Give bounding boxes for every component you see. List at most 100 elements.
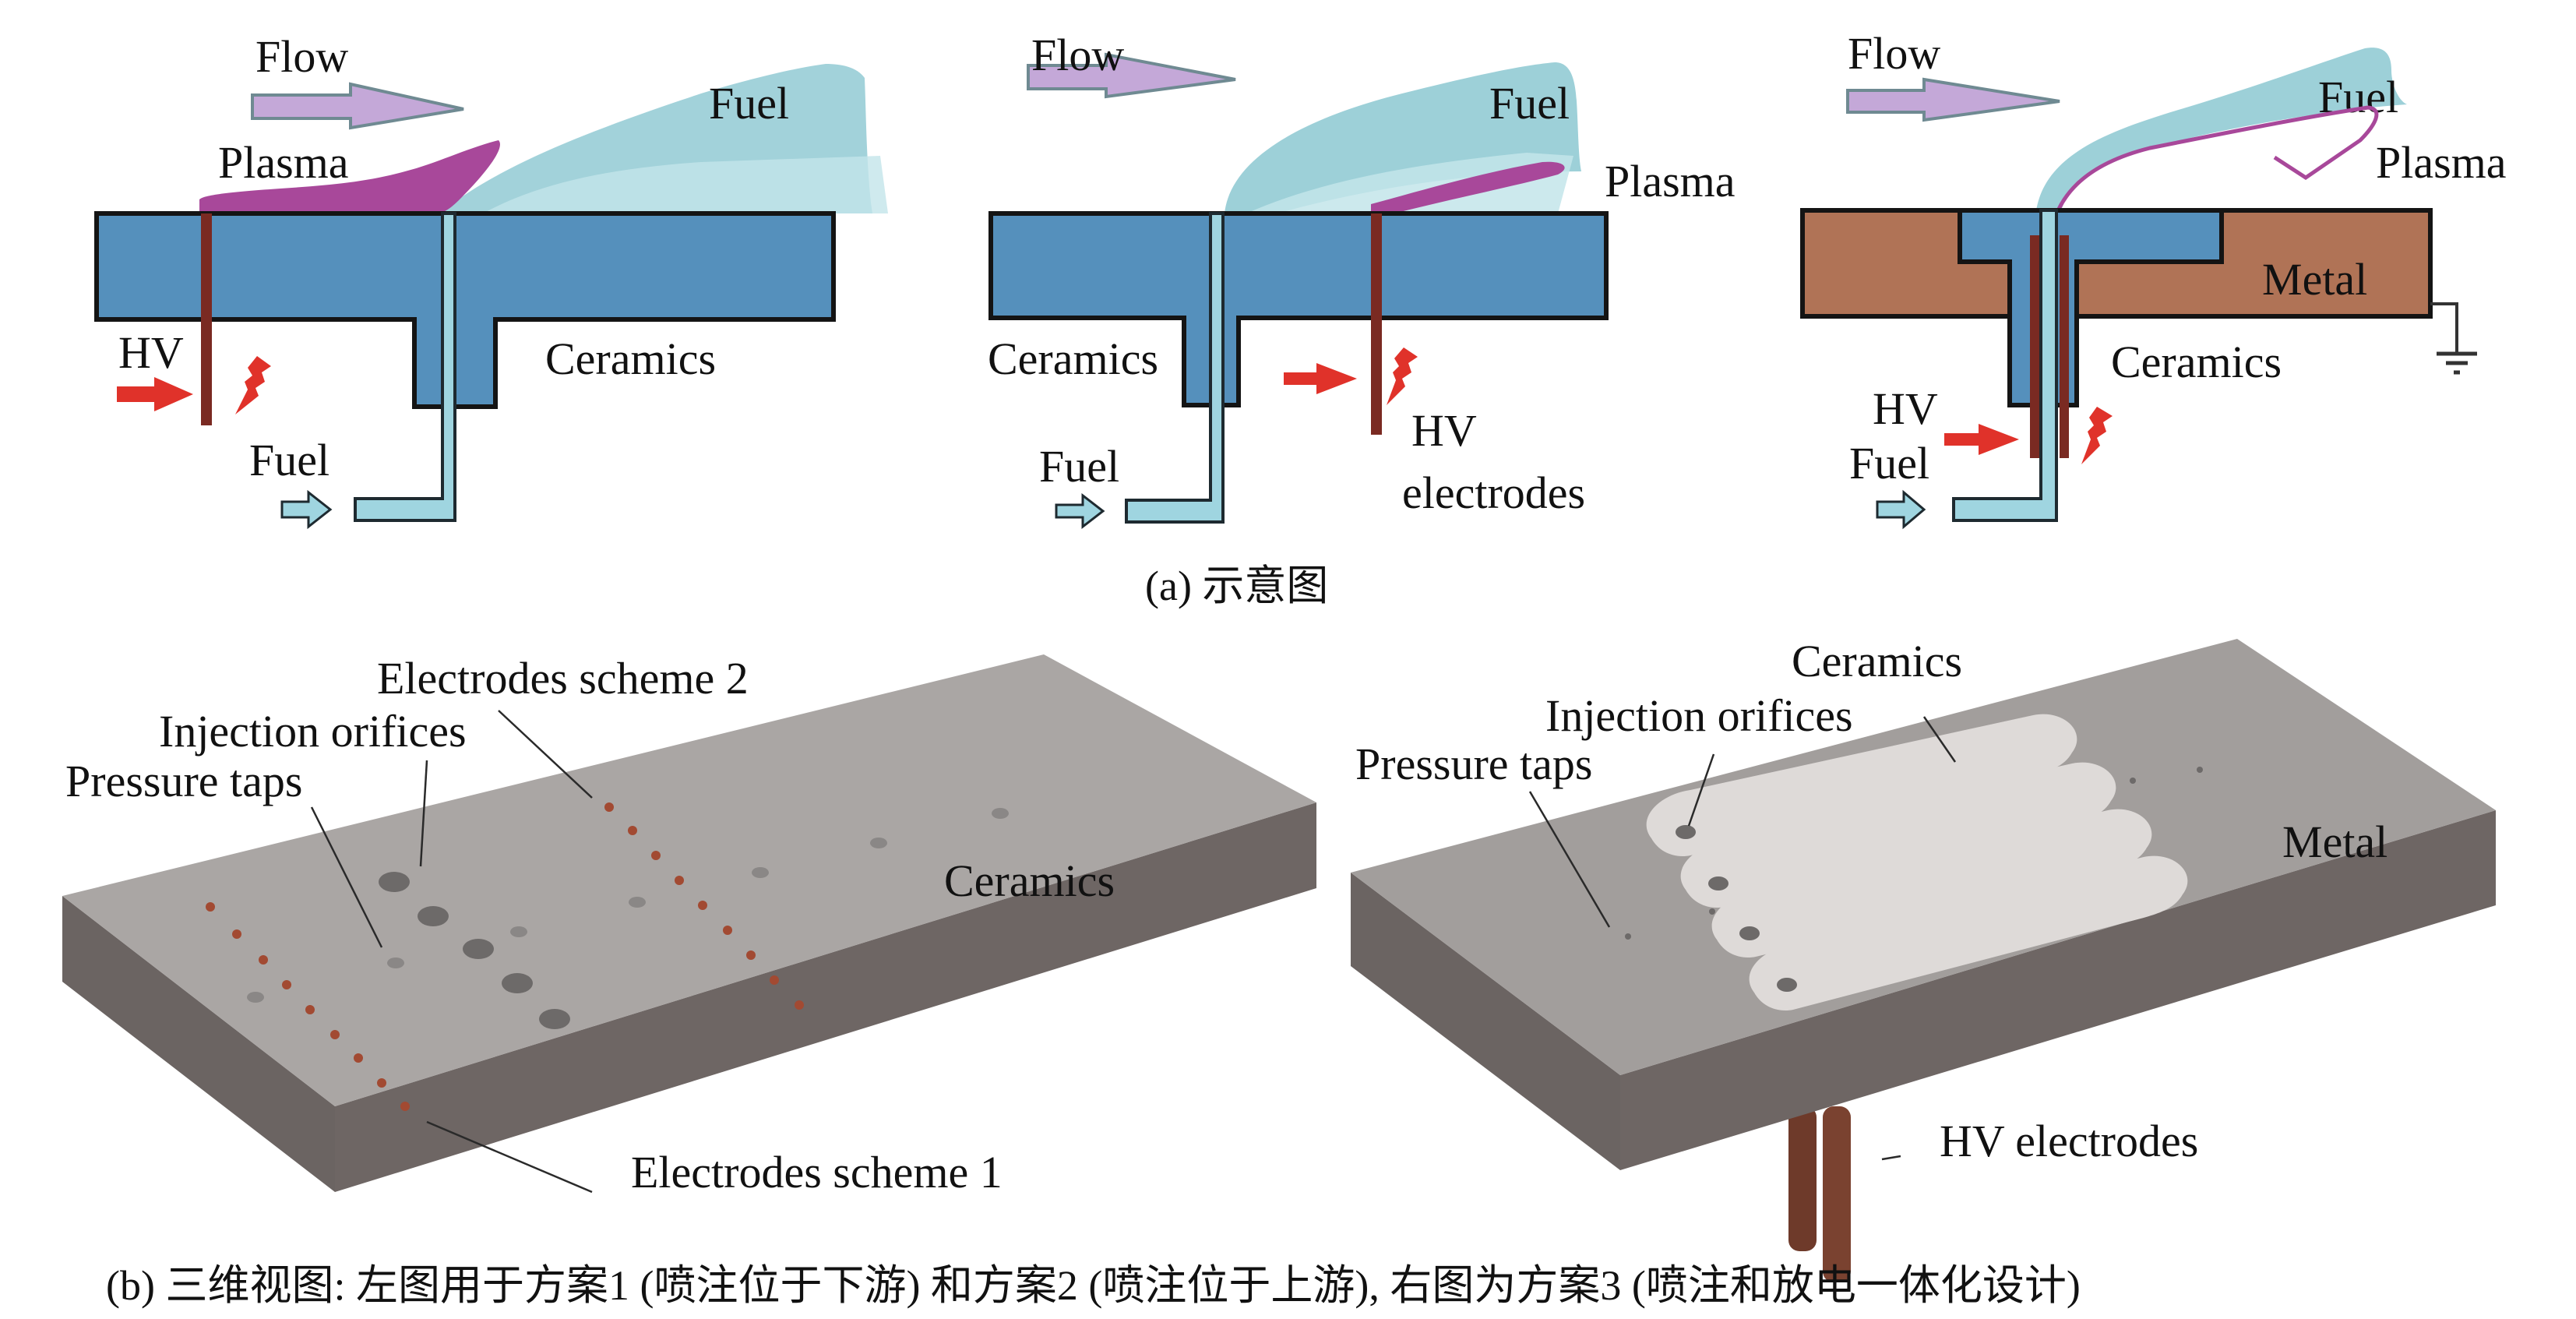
injection-orifices xyxy=(379,872,570,1029)
ceramic-strip xyxy=(1711,809,2152,958)
ceramics-label: Ceramics xyxy=(988,333,1158,384)
injection-orifice xyxy=(1676,825,1696,839)
hv-electrodes-label: HV electrodes xyxy=(1940,1116,2198,1166)
ceramic-strip xyxy=(1749,855,2188,1011)
model-left-ceramics: Electrodes scheme 2 Injection orifices P… xyxy=(62,653,1316,1197)
hv-label: HV xyxy=(1411,405,1477,456)
pressure-tap xyxy=(247,992,264,1003)
pressure-taps xyxy=(1625,767,2203,940)
plate-side-front xyxy=(62,896,335,1192)
plasma-label: Plasma xyxy=(2376,137,2507,188)
pressure-tap xyxy=(1625,933,1631,940)
panel-b-caption: (b) 三维视图: 左图用于方案1 (喷注位于下游) 和方案2 (喷注位于上游)… xyxy=(106,1262,2081,1309)
spark-icon xyxy=(235,356,271,414)
pressure-tap xyxy=(2197,767,2203,773)
plasma-discharge xyxy=(199,140,500,213)
electrode-dot xyxy=(723,926,732,935)
pressure-tap xyxy=(752,867,769,878)
ground-icon xyxy=(2437,351,2477,375)
leader-line xyxy=(498,710,593,799)
leader-line xyxy=(419,760,428,867)
electrode-dot xyxy=(400,1102,410,1111)
leader-line xyxy=(1922,716,1957,763)
ceramics-label: Ceramics xyxy=(545,333,716,384)
plasma-arc xyxy=(2046,105,2379,250)
fuel-inlet-label: Fuel xyxy=(1849,438,1929,488)
hv-label: HV xyxy=(1873,383,1938,434)
electrode-dot xyxy=(282,980,291,989)
fuel-pipe xyxy=(1952,209,2058,522)
plate-side-right xyxy=(335,802,1316,1192)
flow-label: Flow xyxy=(1031,30,1124,80)
electrode-dot xyxy=(795,1000,804,1010)
electrode-dot xyxy=(604,802,614,812)
fuel-jet-plume xyxy=(1225,62,1581,213)
schematic-scheme-3: Flow Fuel Plasma Metal Ceramics HV Fuel xyxy=(1800,28,2507,530)
pressure-tap xyxy=(629,897,646,908)
flow-arrow-icon xyxy=(1846,77,2060,122)
hv-electrode-rod xyxy=(1371,213,1382,435)
electrode-dot xyxy=(746,950,756,960)
fuel-inlet-arrow-icon xyxy=(1055,492,1105,530)
flow-arrow-icon xyxy=(251,82,464,130)
injection-orifices xyxy=(1676,825,1797,992)
pressure-taps xyxy=(247,808,1009,1003)
fuel-pipe xyxy=(354,212,456,522)
injection-orifices-label: Injection orifices xyxy=(159,706,467,756)
panel-a-caption: (a) 示意图 xyxy=(1145,563,1328,609)
flow-label: Flow xyxy=(1848,28,1940,79)
leader-line xyxy=(310,806,383,948)
flow-label: Flow xyxy=(255,31,348,82)
hv-electrode-rod xyxy=(1788,1106,1817,1251)
plate-side-front xyxy=(1351,873,1620,1170)
electrode-dot xyxy=(770,975,779,985)
plasma-label: Plasma xyxy=(1605,156,1736,206)
flow-arrow-icon xyxy=(1027,52,1236,99)
hv-electrode-rod xyxy=(2030,235,2039,458)
hv-arrow-icon xyxy=(1284,363,1357,394)
fuel-inlet-arrow-icon xyxy=(1876,489,1926,530)
leader-line xyxy=(1687,753,1715,827)
plate-top xyxy=(62,654,1316,1106)
electrode-dot xyxy=(259,955,268,965)
metal-label: Metal xyxy=(2262,254,2367,305)
ceramics-label: Ceramics xyxy=(2111,337,2282,387)
fuel-inlet-arrow-icon xyxy=(280,489,333,530)
fuel-jet-spray xyxy=(483,156,888,213)
spark-icon xyxy=(1387,347,1418,405)
fuel-jet-label: Fuel xyxy=(709,78,789,129)
injection-orifice xyxy=(539,1009,570,1029)
electrode-dot xyxy=(651,851,661,860)
fuel-jet-plume xyxy=(2036,48,2407,211)
electrode-dot xyxy=(206,902,215,912)
electrodes-scheme-1-dots xyxy=(206,902,410,1111)
electrode-dot xyxy=(354,1053,363,1063)
injection-orifices-label: Injection orifices xyxy=(1545,690,1853,741)
injection-orifice xyxy=(418,906,449,926)
plasma-label: Plasma xyxy=(218,137,349,188)
ceramics-label: Ceramics xyxy=(1792,636,1962,686)
hv-label: HV xyxy=(118,327,184,378)
injection-orifice xyxy=(379,872,410,892)
schematic-scheme-1: Flow Fuel Plasma HV Fuel Ceramics xyxy=(94,31,888,530)
leader-line xyxy=(1881,1155,1901,1161)
schematic-scheme-2: Flow Fuel Plasma Fuel Ceramics HV electr… xyxy=(988,30,1736,530)
fuel-pipe xyxy=(1125,212,1225,524)
electrodes-scheme-2-dots xyxy=(604,802,804,1010)
plasma-discharge xyxy=(1371,161,1565,213)
injection-orifice xyxy=(1739,926,1760,940)
metal-label: Metal xyxy=(2282,816,2387,867)
electrode-dot xyxy=(628,826,637,835)
pressure-tap xyxy=(1709,908,1715,915)
injection-orifice xyxy=(502,973,533,993)
fuel-jet-spray xyxy=(1246,153,1573,213)
hv-arrow-icon xyxy=(1944,424,2019,455)
ceramic-strips xyxy=(1646,714,2188,1011)
model-right-metal: Ceramics Injection orifices Pressure tap… xyxy=(1351,636,2496,1282)
fuel-inlet-label: Fuel xyxy=(1039,441,1119,492)
ceramics-insert xyxy=(1958,208,2224,407)
pressure-tap xyxy=(870,838,887,848)
pressure-taps-label: Pressure taps xyxy=(65,756,302,806)
electrode-dot xyxy=(377,1078,386,1088)
